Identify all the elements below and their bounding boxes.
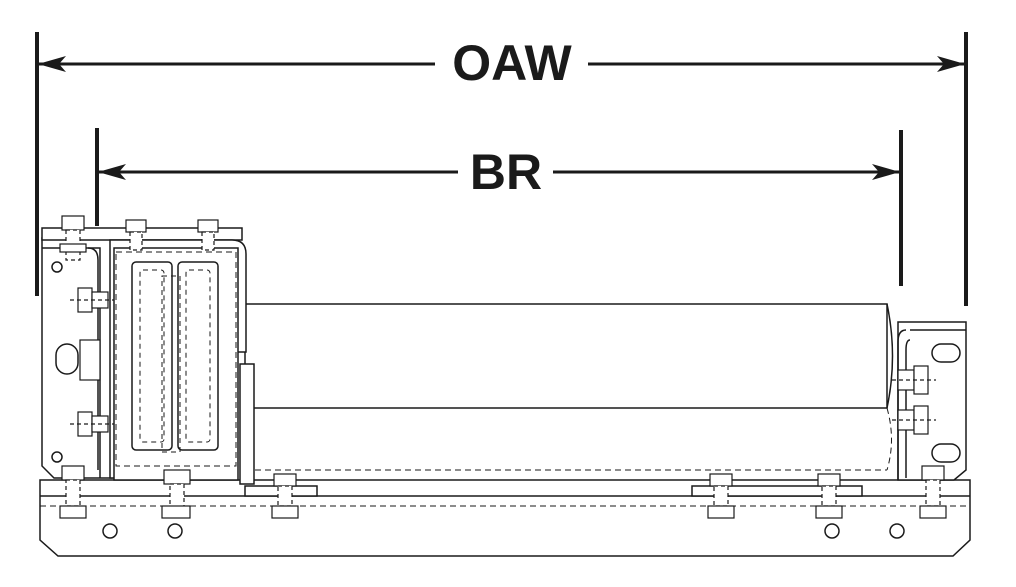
left-frame-slot: [55, 343, 79, 375]
bolt-side-left-1: [70, 287, 114, 313]
bolt-base-1: [59, 465, 87, 519]
left-bearing-inserts: [131, 261, 219, 453]
bolt-top-left-1: [59, 215, 87, 261]
bolt-base-4: [707, 473, 735, 519]
roller: [244, 303, 894, 471]
bolt-base-3: [271, 473, 299, 519]
base-mount-hole-4: [889, 523, 905, 539]
right-side-frame: [897, 321, 967, 481]
right-frame-slot: [931, 343, 961, 363]
bolt-top-left-2: [125, 219, 147, 251]
bolt-top-left-3: [197, 219, 219, 251]
br-dimension: [95, 128, 903, 286]
br-label: BR: [470, 144, 542, 200]
bolt-side-left-3: [79, 339, 101, 381]
bolt-base-2: [161, 469, 191, 519]
base-plate: [39, 479, 971, 557]
bolt-side-right-1: [892, 365, 936, 395]
oaw-label: OAW: [452, 35, 572, 91]
bolt-side-left-2: [70, 411, 114, 437]
base-mount-hole-1: [102, 523, 118, 539]
base-mount-hole-3: [824, 523, 840, 539]
bolt-base-6: [919, 465, 947, 519]
fasteners: [59, 215, 947, 519]
base-mount-hole-2: [167, 523, 183, 539]
bolt-side-right-2: [892, 405, 936, 435]
oaw-dimension: [35, 32, 968, 306]
bolt-base-5: [815, 473, 843, 519]
